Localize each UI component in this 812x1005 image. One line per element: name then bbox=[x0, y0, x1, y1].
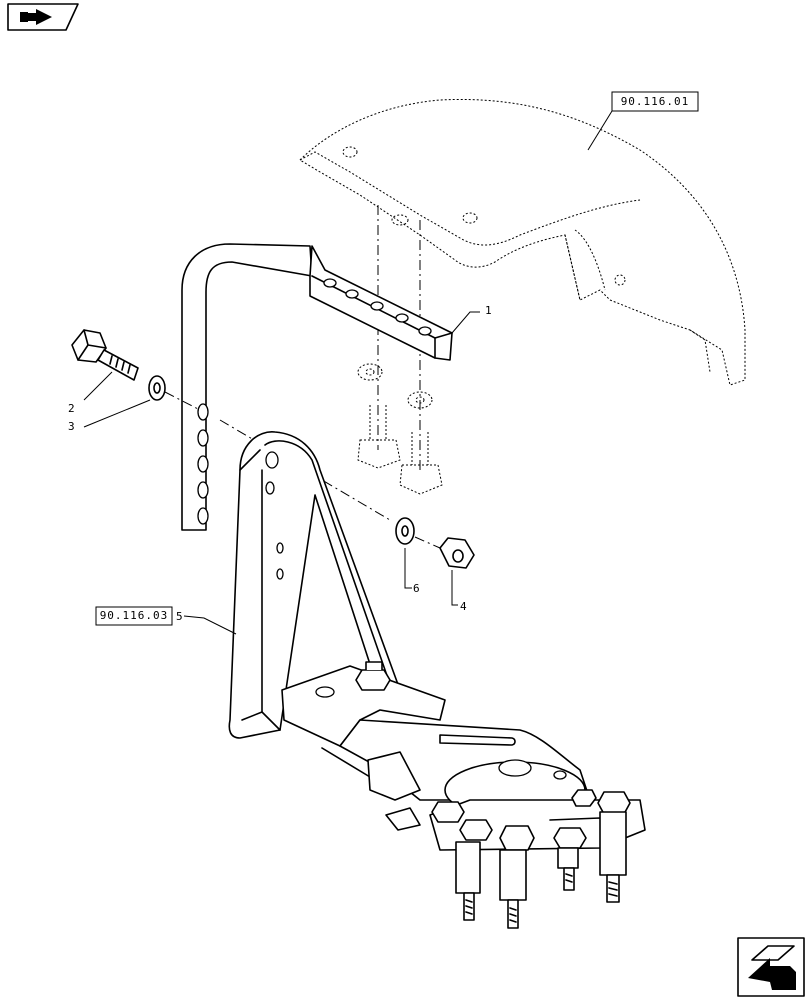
leader-line bbox=[451, 311, 480, 334]
reference-box-top[interactable]: 90.116.01 bbox=[587, 91, 699, 151]
part-6-washer bbox=[395, 517, 415, 545]
callout-5: 5 bbox=[176, 610, 183, 623]
callout-1: 1 bbox=[485, 304, 492, 317]
part-3-washer bbox=[148, 375, 166, 401]
centerline bbox=[164, 391, 201, 411]
reference-box-left[interactable]: 90.116.03 bbox=[95, 606, 237, 635]
leader-line bbox=[451, 570, 458, 606]
phantom-fasteners bbox=[357, 363, 443, 495]
centerline bbox=[414, 536, 441, 549]
next-arrow-icon[interactable] bbox=[737, 937, 805, 997]
part-4-nut bbox=[439, 537, 475, 569]
callout-6: 6 bbox=[413, 582, 420, 595]
leader-line bbox=[404, 548, 412, 589]
leader-line bbox=[83, 399, 151, 428]
reference-label: 90.116.01 bbox=[621, 95, 690, 108]
back-arrow-icon[interactable] bbox=[7, 3, 79, 31]
callout-2: 2 bbox=[68, 402, 75, 415]
part-2-bolt bbox=[71, 329, 139, 381]
reference-label: 90.116.03 bbox=[100, 609, 169, 622]
callout-4: 4 bbox=[460, 600, 467, 613]
fender-outline bbox=[299, 99, 746, 386]
centerline bbox=[219, 419, 391, 521]
leader-line bbox=[83, 371, 113, 401]
part-5-support bbox=[228, 431, 646, 929]
part-1-bracket bbox=[181, 243, 453, 531]
callout-3: 3 bbox=[68, 420, 75, 433]
